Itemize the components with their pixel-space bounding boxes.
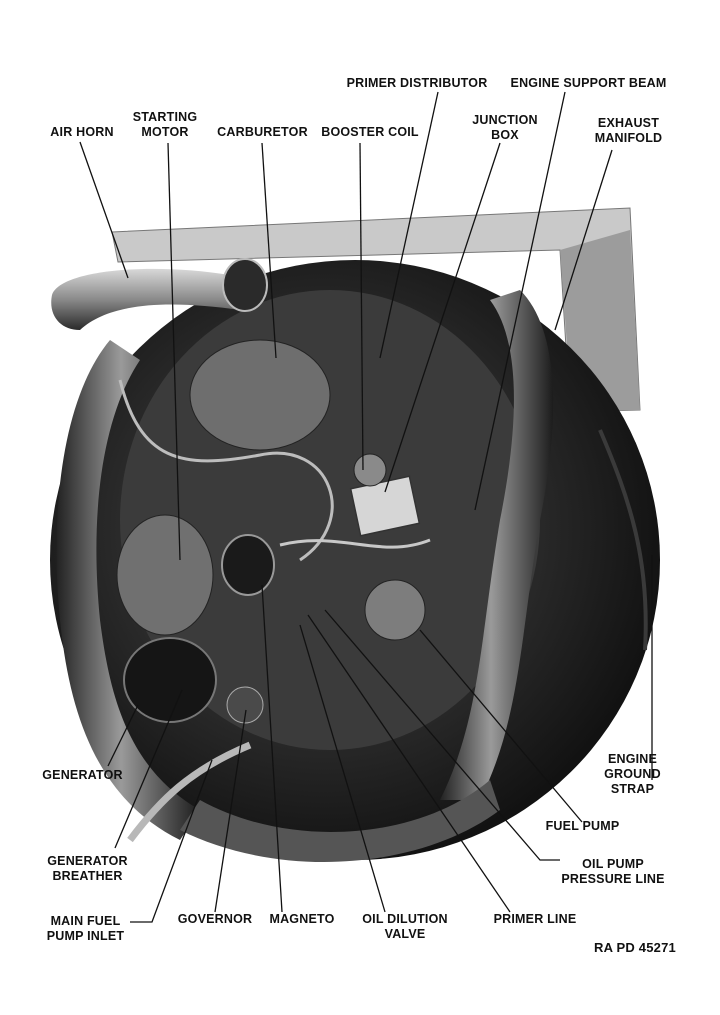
leader-starting-motor: [167, 142, 181, 561]
label-line: STARTING: [132, 110, 198, 124]
label-line: ENGINE: [607, 752, 658, 766]
label-line: EXHAUST: [597, 116, 660, 130]
label-governor: GOVERNOR: [170, 912, 260, 927]
label-fuel-pump: FUEL PUMP: [540, 819, 625, 834]
label-line: AIR HORN: [50, 125, 114, 139]
label-booster-coil: BOOSTER COIL: [320, 125, 420, 140]
label-line: PRIMER DISTRIBUTOR: [346, 76, 488, 90]
label-primer-line: PRIMER LINE: [485, 912, 585, 927]
label-line: GOVERNOR: [177, 912, 253, 926]
label-line: MANIFOLD: [594, 131, 663, 145]
leader-primer-line: [307, 614, 511, 913]
leader-generator-breather: [114, 689, 183, 849]
label-line: STRAP: [610, 782, 655, 796]
label-line: OIL PUMP: [582, 857, 644, 871]
leader-air-horn: [79, 141, 129, 279]
label-primer-distributor: PRIMER DISTRIBUTOR: [342, 76, 492, 91]
fuel-pump-shape: [364, 579, 426, 641]
label-line: MOTOR: [141, 125, 189, 139]
label-line: OIL DILUTION: [362, 912, 448, 926]
label-line: MAGNETO: [269, 912, 335, 926]
label-air-horn: AIR HORN: [42, 125, 122, 140]
label-line: GROUND: [604, 767, 661, 781]
label-generator: GENERATOR: [35, 768, 130, 783]
leader-carburetor: [261, 142, 277, 359]
exhaust-manifold-bottom: [180, 780, 500, 863]
magneto-shape: [221, 534, 275, 596]
label-line: BOOSTER COIL: [321, 125, 419, 139]
label-line: BOX: [491, 128, 519, 142]
leader-lines: [79, 91, 653, 923]
label-engine-support-beam: ENGINE SUPPORT BEAM: [506, 76, 671, 91]
booster-coil-shape: [353, 453, 387, 487]
leader-magneto: [261, 584, 283, 913]
tubing: [279, 538, 431, 549]
label-line: MAIN FUEL: [50, 914, 121, 928]
leader-oil-dilution-valve: [299, 624, 386, 913]
label-line: ENGINE SUPPORT BEAM: [510, 76, 667, 90]
label-line: JUNCTION: [472, 113, 538, 127]
label-line: PUMP INLET: [46, 929, 125, 943]
leader-engine-support-beam: [474, 91, 566, 511]
main-fuel-inlet-hose: [127, 741, 252, 843]
leader-exhaust-manifold: [554, 149, 613, 331]
leader-main-fuel-pump-inlet: [130, 759, 213, 923]
leader-generator: [107, 704, 139, 767]
leader-booster-coil: [359, 142, 364, 471]
leader-fuel-pump: [419, 629, 583, 823]
exhaust-manifold-left: [56, 340, 201, 840]
label-carburetor: CARBURETOR: [215, 125, 310, 140]
label-line: FUEL PUMP: [545, 819, 620, 833]
carburetor-shape: [189, 339, 331, 451]
tubing: [118, 379, 334, 562]
label-line: CARBURETOR: [217, 125, 308, 139]
leader-oil-pump-pressure-line: [324, 609, 560, 861]
generator-shape: [123, 637, 217, 723]
label-magneto: MAGNETO: [262, 912, 342, 927]
exhaust-manifold-right: [440, 290, 554, 800]
leader-junction-box: [384, 142, 501, 493]
ground-strap: [598, 429, 648, 651]
label-line: PRESSURE LINE: [561, 872, 665, 886]
label-line: GENERATOR: [42, 768, 123, 782]
label-line: VALVE: [384, 927, 426, 941]
starting-motor-shape: [116, 514, 214, 636]
figure-id: RA PD 45271: [594, 940, 676, 955]
leader-governor: [214, 709, 247, 913]
label-line: BREATHER: [52, 869, 123, 883]
air-horn-mouth: [222, 258, 268, 312]
label-line: PRIMER LINE: [493, 912, 577, 926]
air-horn-pipe: [51, 268, 249, 330]
governor-shape: [226, 686, 264, 724]
leader-primer-distributor: [379, 91, 439, 359]
label-line: GENERATOR: [47, 854, 128, 868]
